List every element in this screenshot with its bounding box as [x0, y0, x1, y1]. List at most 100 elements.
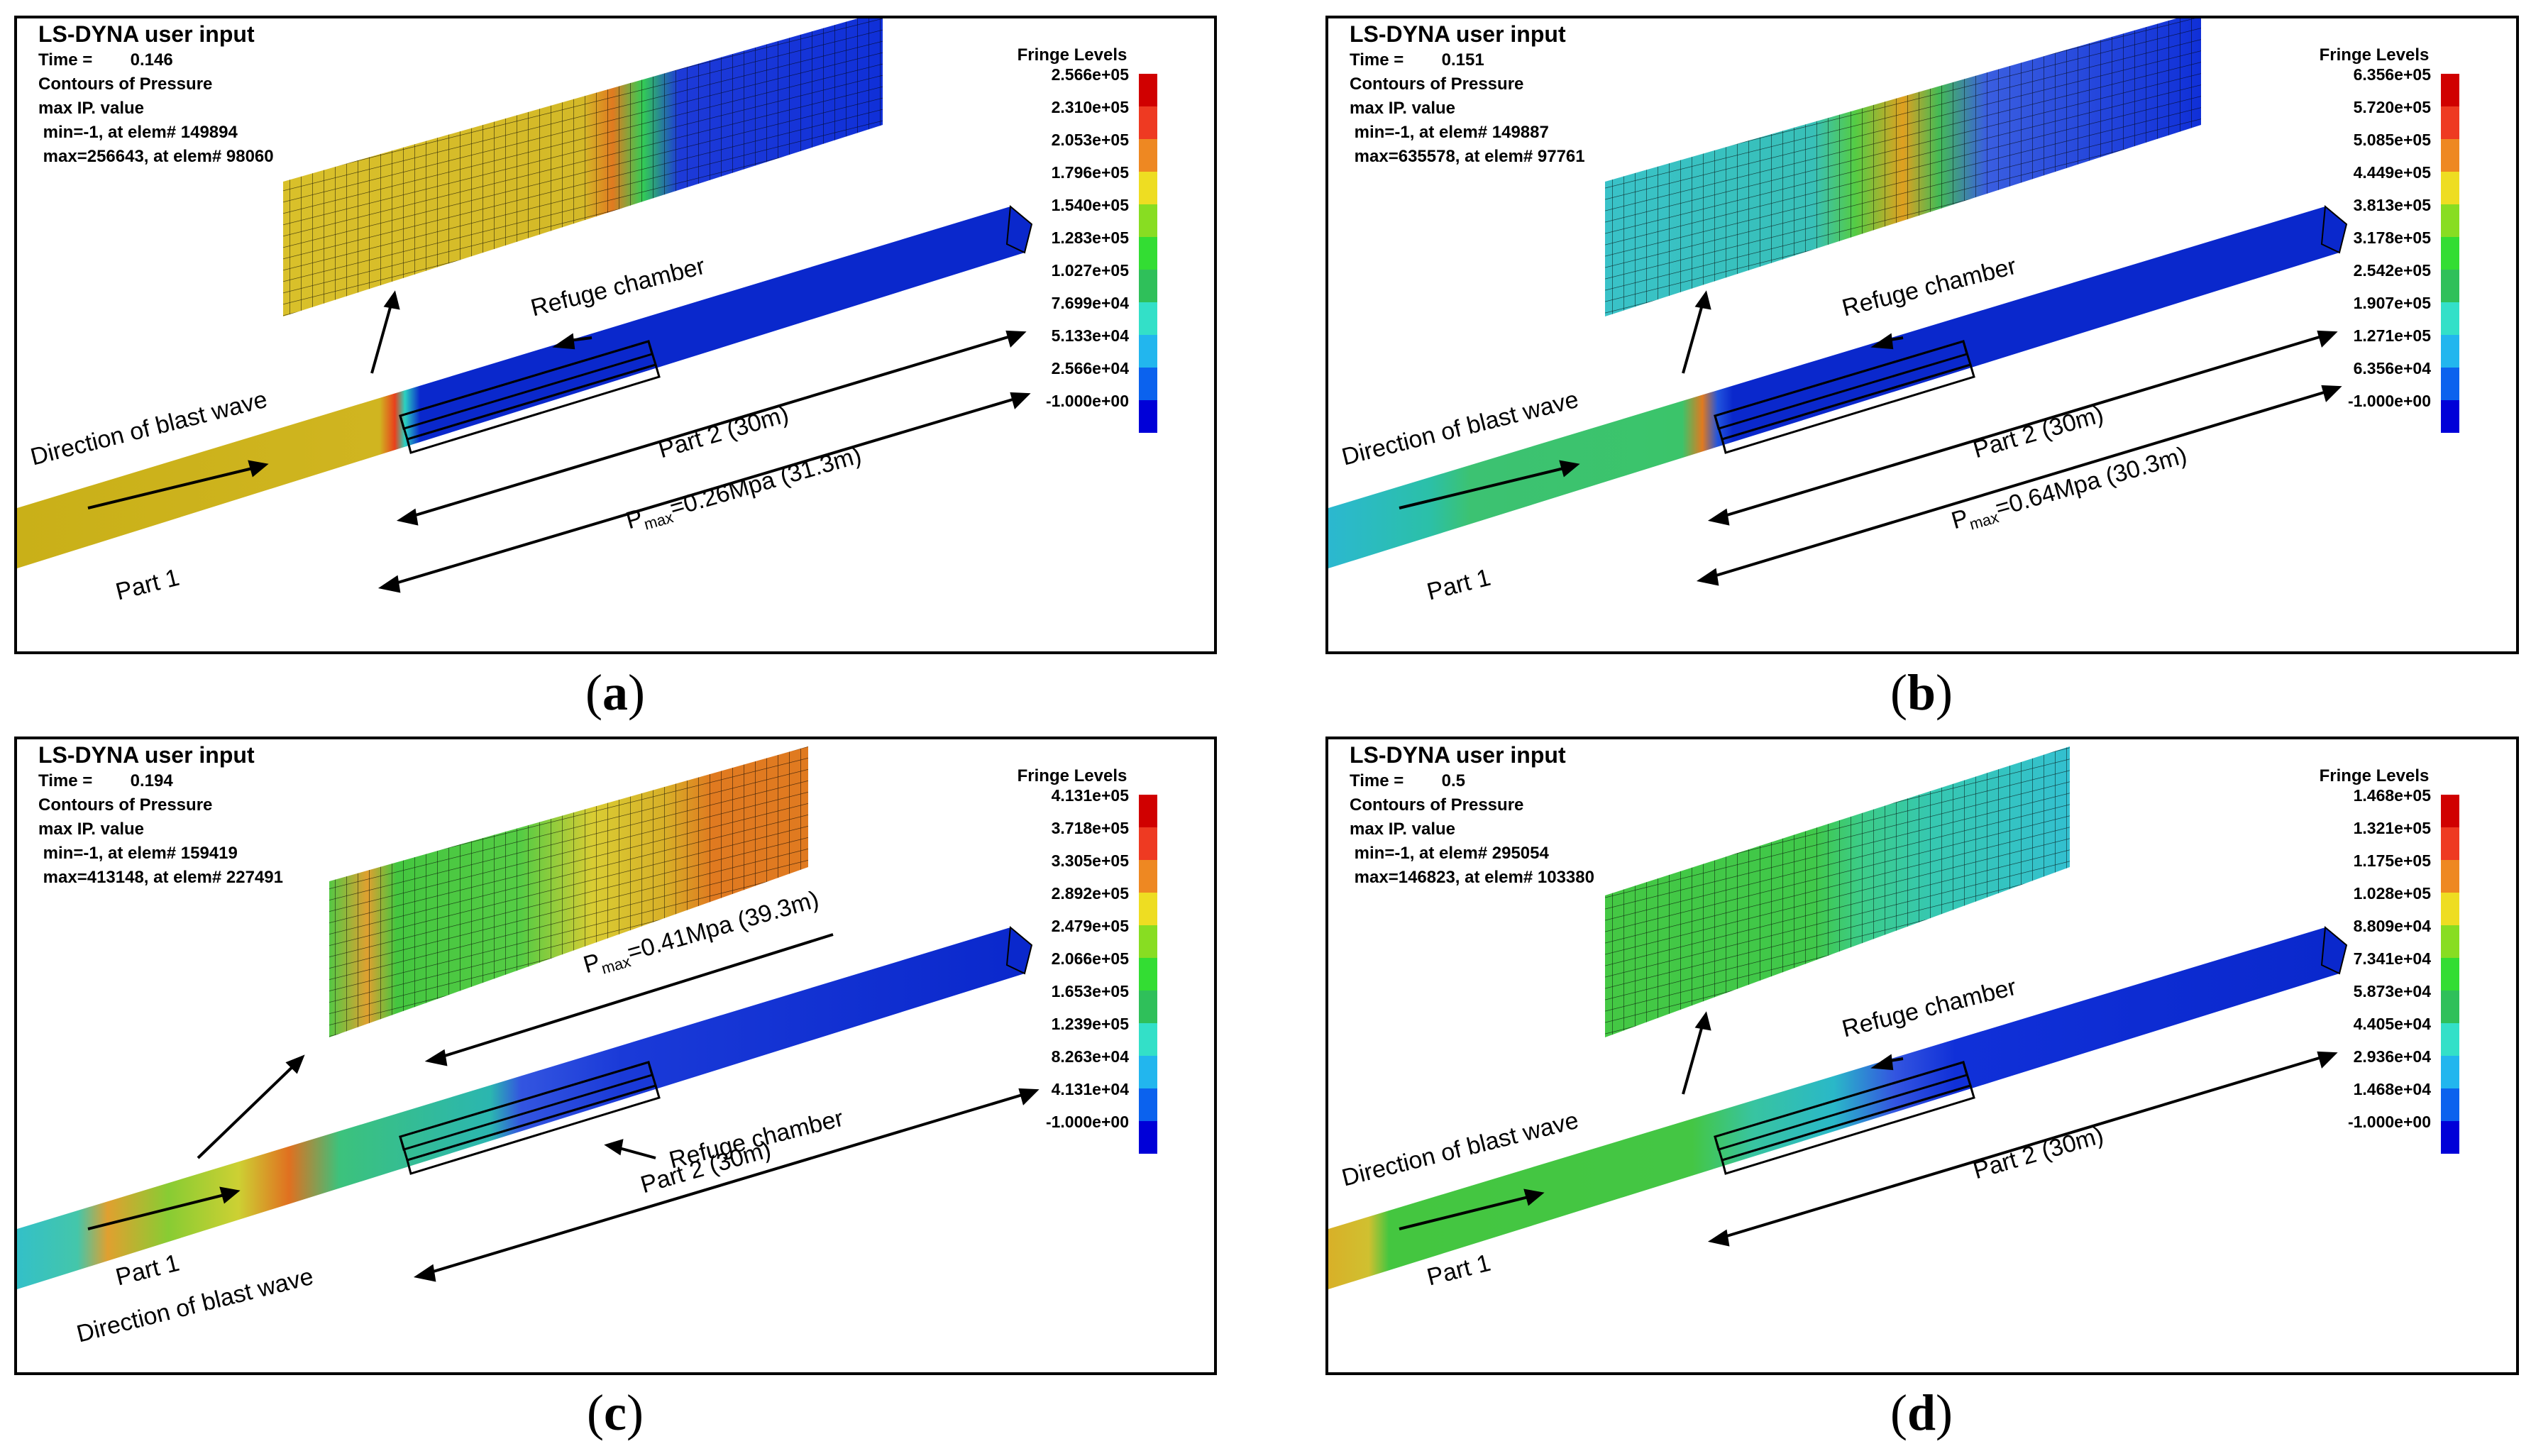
time-label: Time = [38, 50, 93, 70]
fringe-level-row: 2.936e+04 [2303, 1047, 2459, 1088]
fringe-level-row: 1.468e+04 [2303, 1080, 2459, 1121]
refuge-chamber-b [1714, 340, 1975, 454]
fringe-level-row: -1.000e+00 [2303, 392, 2459, 433]
fringe-level-value: 1.175e+05 [2353, 851, 2431, 870]
fringe-level-value: 5.720e+05 [2353, 98, 2431, 116]
fringe-color-swatch [1139, 172, 1157, 204]
time-value: 0.5 [1441, 771, 1465, 790]
fringe-level-row: 4.131e+04 [1001, 1080, 1157, 1121]
fringe-title: Fringe Levels [2319, 766, 2430, 785]
fringe-level-row: 1.271e+05 [2303, 326, 2459, 368]
header-d: LS-DYNA user input Time = 0.5 Contours o… [1350, 744, 1594, 890]
fringe-color-swatch [2441, 237, 2459, 270]
fringe-level-value: 1.796e+05 [1051, 163, 1129, 182]
fringe-level-value: 2.479e+05 [1051, 917, 1129, 935]
fringe-level-value: 2.542e+05 [2353, 261, 2431, 280]
fringe-level-row: 2.066e+05 [1001, 949, 1157, 991]
tunnel-scene-d [1328, 746, 2348, 1289]
fringe-color-swatch [2441, 74, 2459, 106]
arrows-c [87, 933, 1040, 1282]
fringe-level-value: -1.000e+00 [2347, 1113, 2431, 1131]
fringe-color-swatch [2441, 991, 2459, 1023]
tunnel-d [1328, 927, 2339, 1289]
fringe-level-row: 1.540e+05 [1001, 196, 1157, 237]
caption-b: (b) [1890, 664, 1953, 721]
fringe-color-swatch [2441, 795, 2459, 827]
fringe-color-swatch [1139, 958, 1157, 991]
header-min: min=-1, at elem# 149894 [38, 123, 238, 142]
fringe-color-swatch [1139, 335, 1157, 368]
fringe-color-swatch [2441, 1023, 2459, 1056]
time-label: Time = [1350, 771, 1404, 790]
header-max: max=635578, at elem# 97761 [1350, 147, 1585, 166]
fringe-level-value: 2.892e+05 [1051, 884, 1129, 903]
fringe-color-swatch [2441, 925, 2459, 958]
caption-a: (a) [585, 664, 645, 721]
panel-d: LS-DYNA user input Time = 0.5 Contours o… [1325, 737, 2519, 1375]
fringe-level-row: 2.310e+05 [1001, 98, 1157, 139]
fringe-level-value: 1.540e+05 [1051, 196, 1129, 214]
fringe-title: Fringe Levels [1017, 45, 1127, 65]
fringe-level-value: 1.907e+05 [2353, 294, 2431, 312]
fringe-level-row: 1.175e+05 [2303, 851, 2459, 893]
fringe-color-swatch [2441, 172, 2459, 204]
fringe-level-value: 2.566e+05 [1051, 65, 1129, 84]
header-max: max=256643, at elem# 98060 [38, 147, 274, 166]
header-title: LS-DYNA user input [1350, 742, 1566, 768]
caption-c: (c) [587, 1384, 644, 1441]
caption-d: (d) [1890, 1384, 1953, 1441]
fringe-level-row: 5.085e+05 [2303, 131, 2459, 172]
header-max: max=413148, at elem# 227491 [38, 868, 283, 887]
caption-letter: c [604, 1384, 627, 1441]
header-line4: max IP. value [38, 820, 144, 839]
fringe-level-value: 1.653e+05 [1051, 982, 1129, 1000]
fringe-color-swatch [2441, 893, 2459, 925]
fringe-level-value: 3.305e+05 [1051, 851, 1129, 870]
fringe-color-swatch [1139, 139, 1157, 172]
fringe-level-value: 3.178e+05 [2353, 228, 2431, 247]
fringe-level-row: 8.263e+04 [1001, 1047, 1157, 1088]
header-line4: max IP. value [1350, 99, 1455, 118]
fringe-level-row: 5.133e+04 [1001, 326, 1157, 368]
tunnel-c [17, 927, 1025, 1289]
header-title: LS-DYNA user input [38, 21, 255, 47]
fringe-color-swatch [2441, 335, 2459, 368]
fringe-level-value: 6.356e+04 [2353, 359, 2431, 377]
fringe-level-row: 1.796e+05 [1001, 163, 1157, 204]
tunnel-scene-c [17, 746, 1040, 1289]
fringe-color-swatch [1139, 893, 1157, 925]
fringe-color-swatch [1139, 860, 1157, 893]
fringe-level-value: 8.809e+04 [2353, 917, 2431, 935]
fringe-color-swatch [1139, 270, 1157, 302]
header-a: LS-DYNA user input Time = 0.146 Contours… [38, 23, 274, 169]
fringe-level-row: 7.699e+04 [1001, 294, 1157, 335]
fringe-level-row: 7.341e+04 [2303, 949, 2459, 991]
fringe-color-swatch [1139, 106, 1157, 139]
refuge-chamber-d [1714, 1061, 1975, 1175]
fringe-level-value: 5.873e+04 [2353, 982, 2431, 1000]
fringe-level-value: 4.449e+05 [2353, 163, 2431, 182]
time-value: 0.151 [1441, 50, 1484, 70]
fringe-color-swatch [1139, 204, 1157, 237]
fringe-level-value: 5.085e+05 [2353, 131, 2431, 149]
fringe-color-swatch [1139, 1121, 1157, 1154]
tunnel-scene-a [17, 18, 1033, 593]
fringe-level-row: 3.178e+05 [2303, 228, 2459, 270]
fringe-level-row: 4.449e+05 [2303, 163, 2459, 204]
fringe-color-swatch [2441, 106, 2459, 139]
fringe-level-value: 2.053e+05 [1051, 131, 1129, 149]
header-title: LS-DYNA user input [1350, 21, 1566, 47]
fringe-level-value: 5.133e+04 [1051, 326, 1129, 345]
tunnel-a [17, 206, 1025, 568]
time-value: 0.146 [130, 50, 173, 70]
fringe-color-swatch [2441, 860, 2459, 893]
fringe-color-swatch [1139, 400, 1157, 433]
fringe-level-row: 1.653e+05 [1001, 982, 1157, 1023]
header-min: min=-1, at elem# 159419 [38, 844, 238, 863]
fringe-level-row: 6.356e+04 [2303, 359, 2459, 400]
header-max: max=146823, at elem# 103380 [1350, 868, 1594, 887]
tunnel-b [1328, 206, 2339, 568]
fringe-level-row: 1.028e+05 [2303, 884, 2459, 925]
